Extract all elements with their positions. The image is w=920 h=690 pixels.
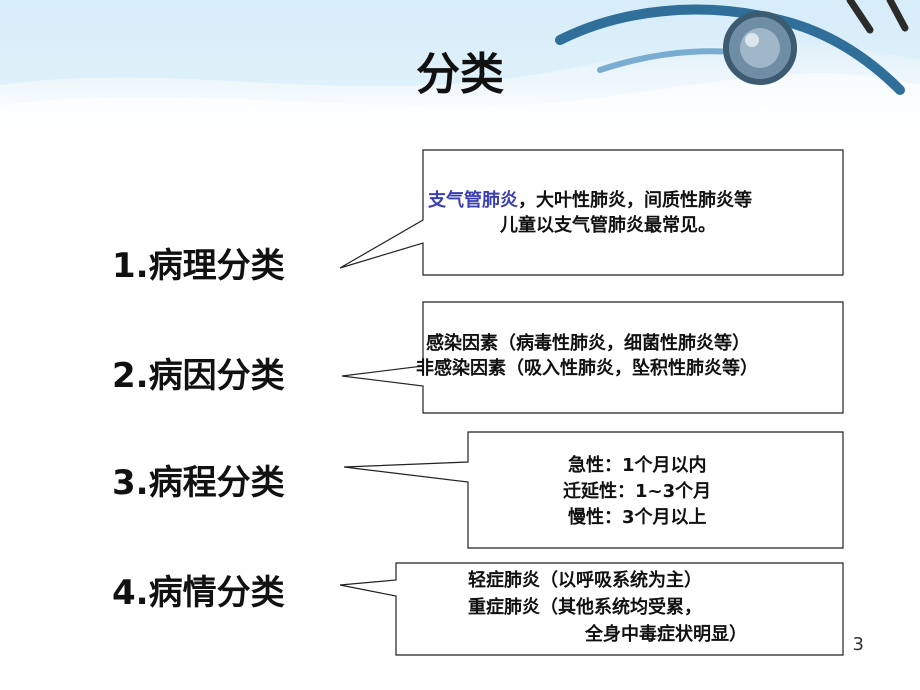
callout-line: 慢性：3个月以上: [568, 507, 707, 528]
callout-line: 感染因素（病毒性肺炎，细菌性肺炎等）: [426, 333, 750, 354]
callout-box-etiology: [341, 301, 844, 414]
callout-line: 支气管肺炎，大叶性肺炎，间质性肺炎等: [428, 190, 752, 211]
page-number: 3: [852, 634, 864, 655]
category-label-course: 3.病程分类: [112, 463, 285, 503]
stethoscope-icon: [555, 0, 909, 95]
category-label-etiology: 2.病因分类: [112, 356, 285, 396]
callout-line: 轻症肺炎（以呼吸系统为主）: [468, 570, 702, 591]
header-decoration: [0, 0, 920, 130]
highlight-term: 支气管肺炎: [428, 190, 518, 211]
slide-title: 分类: [416, 49, 504, 100]
callout-box-pathology: [339, 149, 844, 276]
callout-line: 全身中毒症状明显）: [585, 624, 747, 645]
callout-box-course: [343, 431, 844, 549]
callout-line: 儿童以支气管肺炎最常见。: [500, 215, 716, 236]
callout-box-severity: [339, 562, 844, 656]
callout-line: 急性：1个月以内: [568, 455, 707, 476]
category-label-severity: 4.病情分类: [112, 573, 285, 613]
callout-line: 迁延性：1~3个月: [563, 481, 712, 502]
callout-line: 非感染因素（吸入性肺炎，坠积性肺炎等）: [416, 358, 758, 379]
category-label-pathology: 1.病理分类: [112, 246, 285, 286]
callout-line: 重症肺炎（其他系统均受累，: [468, 597, 702, 618]
